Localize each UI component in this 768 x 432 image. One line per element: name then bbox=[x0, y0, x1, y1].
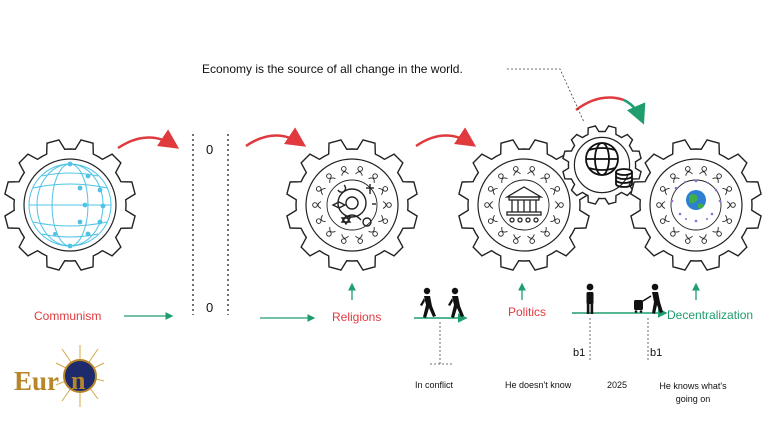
gear-economy bbox=[562, 125, 642, 205]
zero-label-top: 0 bbox=[206, 142, 213, 157]
label-communism: Communism bbox=[34, 309, 102, 323]
globe-network-icon bbox=[28, 161, 112, 249]
parliament-building-icon bbox=[504, 186, 544, 223]
marker-b1-right: b1 bbox=[650, 347, 663, 359]
red-arrow-3 bbox=[415, 127, 477, 148]
annotation-text: Economy is the source of all change in t… bbox=[202, 62, 463, 76]
red-arrow-2 bbox=[245, 127, 307, 148]
caption-year: 2025 bbox=[607, 380, 628, 390]
label-decentralization: Decentralization bbox=[667, 308, 754, 322]
caption-doesnt-know: He doesn't know bbox=[505, 380, 572, 390]
earth-network-icon bbox=[670, 179, 722, 223]
green-arrow-curve bbox=[623, 98, 646, 125]
marker-b1-left: b1 bbox=[573, 347, 586, 359]
walking-person-icon bbox=[448, 287, 464, 318]
annotation-leader bbox=[507, 68, 585, 123]
traveler-luggage-icon bbox=[634, 283, 663, 314]
logo-text-left: Eur bbox=[14, 366, 59, 396]
walking-person-icon bbox=[420, 287, 436, 318]
eurn-logo: Eur n bbox=[14, 345, 106, 407]
standing-person-icon bbox=[586, 283, 594, 314]
caption-knows-going-on: He knows what's going on bbox=[659, 381, 727, 404]
gear-religions bbox=[286, 139, 418, 271]
logo-text-right: n bbox=[71, 366, 86, 395]
red-arrow-1 bbox=[117, 129, 180, 150]
label-religions: Religions bbox=[332, 310, 382, 324]
caption-in-conflict: In conflict bbox=[415, 380, 454, 390]
red-arrow-4 bbox=[575, 96, 625, 112]
religions-symbols-icon bbox=[331, 184, 376, 227]
label-politics: Politics bbox=[508, 305, 547, 319]
zero-label-bottom: 0 bbox=[206, 300, 213, 315]
global-economy-icon bbox=[585, 142, 633, 188]
